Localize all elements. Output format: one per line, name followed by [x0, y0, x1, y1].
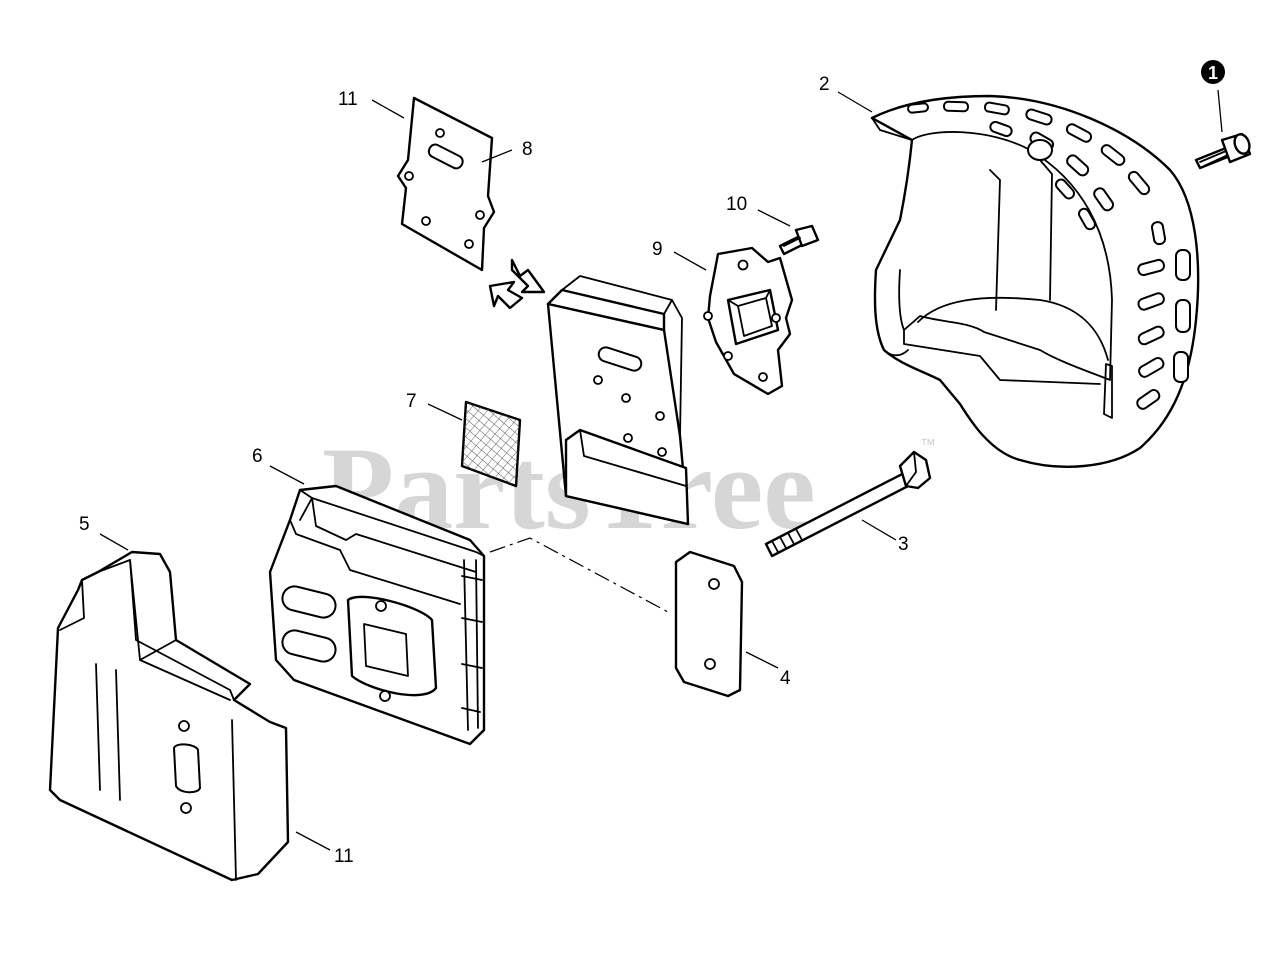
cover-vent-slots	[907, 100, 1191, 410]
callout-10: 10	[726, 194, 747, 215]
callout-2: 2	[819, 74, 830, 95]
callout-11-upper: 11	[338, 89, 358, 110]
part-6-muffler-body[interactable]	[268, 484, 486, 746]
part-3-long-bolt[interactable]	[764, 450, 932, 558]
callout-5: 5	[79, 514, 90, 535]
callout-11-lower: 11	[334, 846, 354, 867]
part-1-cover-bolt[interactable]	[1194, 132, 1252, 170]
flip-arrows-icon	[488, 258, 546, 310]
part-8-gasket-plate[interactable]	[396, 96, 496, 272]
callout-7: 7	[406, 391, 417, 412]
callout-9: 9	[652, 239, 663, 260]
alignment-centerline	[489, 537, 669, 613]
callout-1-label: 1	[1208, 63, 1218, 83]
callout-3: 3	[898, 534, 909, 555]
leader-lines	[99, 89, 1223, 851]
callout-1-badge: 1	[1201, 60, 1225, 84]
callout-8: 8	[522, 139, 533, 160]
part-box-shield[interactable]	[546, 275, 690, 526]
part-4-exhaust-gasket[interactable]	[674, 550, 744, 698]
part-5-outer-heat-shield[interactable]	[48, 550, 290, 882]
callout-6: 6	[252, 446, 263, 467]
part-2-muffler-cover[interactable]	[870, 94, 1200, 468]
part-7-spark-screen[interactable]	[460, 400, 522, 488]
callout-labels: 11 8 9 10 2 7 6 5 3 4 11	[79, 74, 909, 867]
part-9-cooling-plate[interactable]	[703, 246, 794, 396]
part-10-bolt[interactable]	[778, 224, 820, 256]
callout-4: 4	[780, 668, 791, 689]
watermark-trademark: ™	[920, 437, 936, 454]
